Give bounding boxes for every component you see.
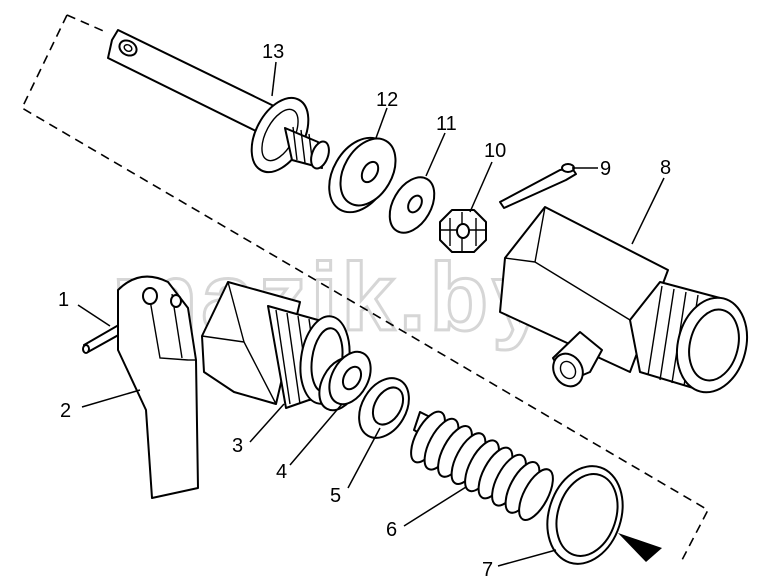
callout-4: 4 — [276, 461, 287, 483]
callout-10: 10 — [484, 140, 506, 162]
callout-11: 11 — [436, 113, 457, 135]
leader-13 — [271, 61, 277, 97]
callout-7: 7 — [482, 559, 493, 581]
part-13-pin — [107, 29, 330, 174]
part-9-cotter-pin — [499, 163, 577, 209]
part-8-cylinder — [499, 206, 748, 394]
part-7-snap-ring — [546, 465, 624, 565]
leader-11 — [425, 132, 446, 177]
part-12-washer — [328, 136, 397, 214]
leader-lines — [77, 61, 665, 567]
callout-2: 2 — [60, 400, 71, 422]
leader-6 — [403, 486, 467, 527]
callout-9: 9 — [600, 158, 611, 180]
callout-1: 1 — [58, 289, 69, 311]
leader-12 — [375, 107, 388, 139]
callout-13: 13 — [262, 41, 284, 63]
callout-labels: 1 2 3 4 5 6 7 8 9 10 11 12 13 — [58, 41, 671, 581]
part-11-washer — [388, 176, 436, 234]
callout-12: 12 — [376, 89, 398, 111]
assembly-outline — [20, 14, 710, 561]
leader-8 — [631, 177, 665, 245]
spring-coil — [518, 468, 554, 521]
callout-5: 5 — [330, 485, 341, 507]
assembly-arrow — [618, 533, 662, 562]
part-2-lever — [117, 275, 199, 499]
leader-5 — [347, 427, 381, 489]
leader-10 — [469, 161, 493, 213]
part-5-seal — [358, 377, 410, 439]
leader-1 — [77, 304, 111, 327]
leader-3 — [249, 403, 285, 443]
callout-8: 8 — [660, 157, 671, 179]
leader-7 — [497, 549, 557, 567]
callout-6: 6 — [386, 519, 397, 541]
part-4-bushing — [318, 350, 372, 412]
callout-3: 3 — [232, 435, 243, 457]
part-10-castle-nut — [439, 209, 487, 253]
leader-2 — [81, 389, 141, 408]
leader-4 — [289, 403, 343, 466]
part-6-spring — [410, 410, 554, 521]
